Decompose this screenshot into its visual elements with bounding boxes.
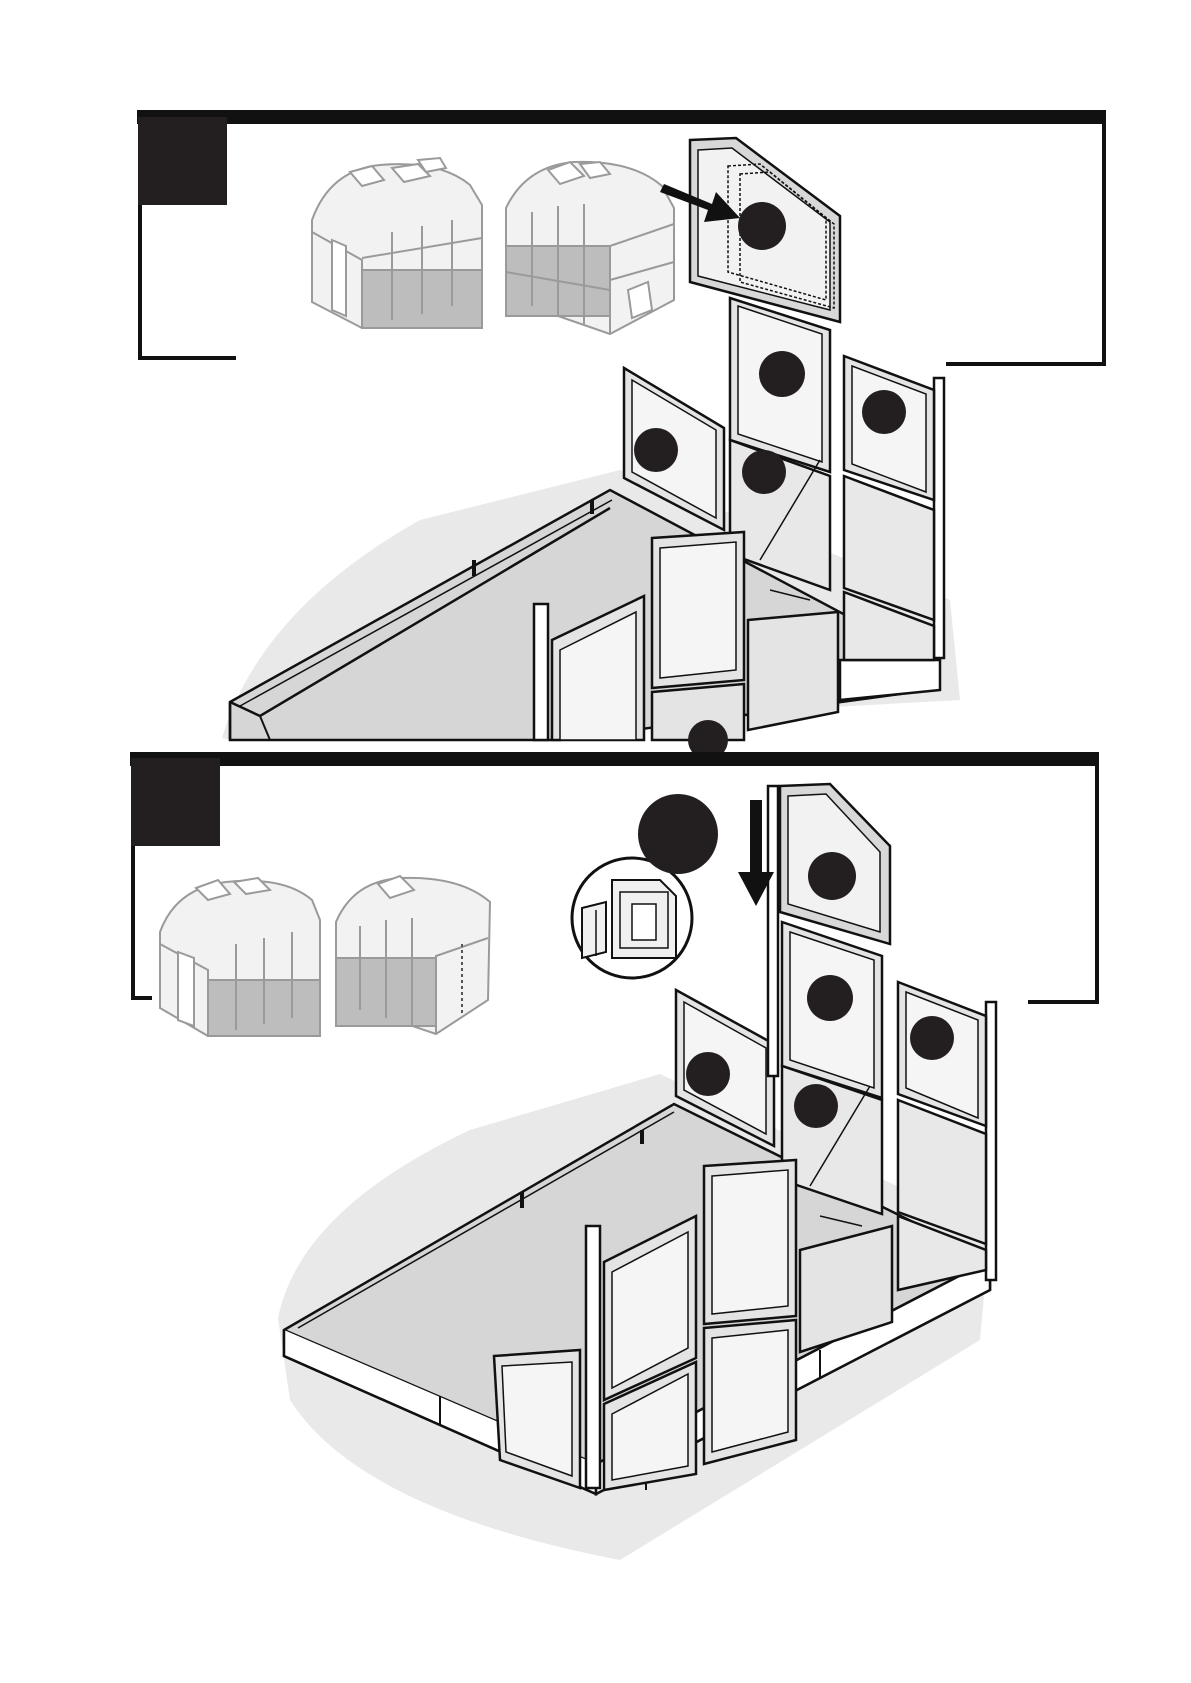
profile-detail-magnifier: [572, 858, 692, 978]
corner-post-upper: [534, 604, 548, 740]
step-badge-upper: [138, 117, 227, 205]
side-post-lower: [986, 1002, 996, 1280]
callout-marker: [742, 450, 786, 494]
greenhouse-thumbnail-back: [506, 162, 674, 334]
callout-marker: [807, 975, 853, 1021]
greenhouse-thumbnail-front: [312, 158, 482, 328]
callout-marker: [862, 390, 906, 434]
callout-marker: [638, 794, 718, 874]
callout-marker: [794, 1084, 838, 1128]
step-badge-lower: [131, 758, 220, 846]
callout-marker: [634, 428, 678, 472]
corner-post-lower: [586, 1226, 600, 1488]
callout-marker: [910, 1016, 954, 1060]
callout-marker: [686, 1052, 730, 1096]
greenhouse-thumbnail-back: [336, 876, 490, 1034]
callout-marker: [738, 202, 786, 250]
callout-marker: [808, 852, 856, 900]
greenhouse-thumbnail-front: [160, 878, 320, 1036]
side-post-upper: [934, 378, 944, 658]
callout-marker: [759, 351, 805, 397]
